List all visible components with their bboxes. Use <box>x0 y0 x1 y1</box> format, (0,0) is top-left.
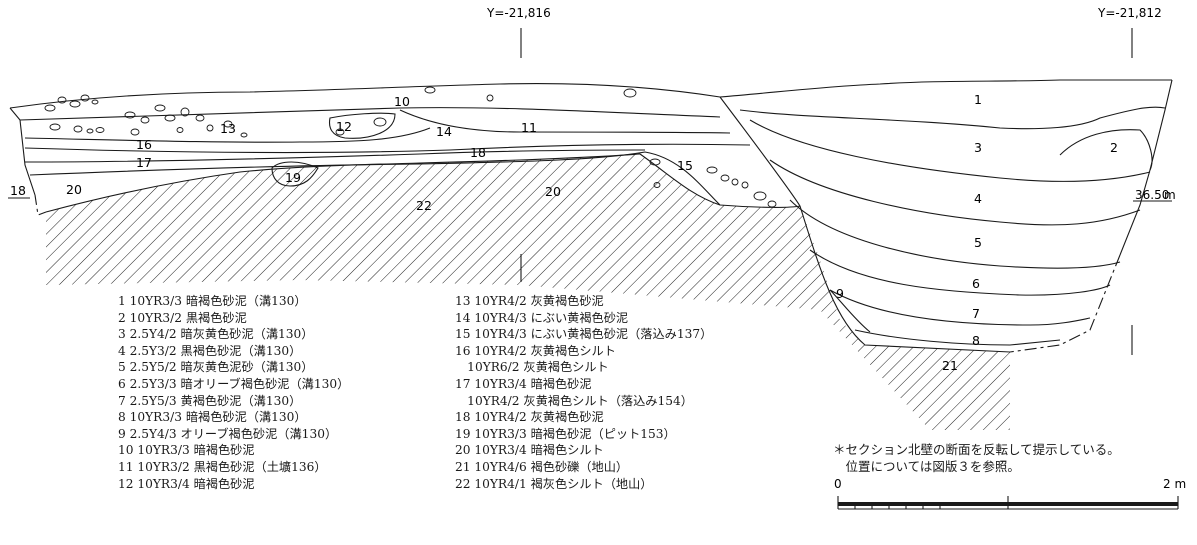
legend-item: 11 10YR3/2 黒褐色砂泥（土壙136） <box>118 459 327 474</box>
layer-label-16: 16 <box>136 137 152 152</box>
layer-boundary-13-16 <box>24 127 431 143</box>
legend-item: 5 2.5Y5/2 暗灰黄色泥砂（溝130） <box>118 360 314 375</box>
elevation-unit: m <box>1164 188 1176 202</box>
section-left-edge-dash <box>34 194 47 216</box>
legend-item: 12 10YR3/4 暗褐色砂泥 <box>118 476 255 491</box>
layer-boundary-1-3 <box>739 106 1166 130</box>
legend-item: 10YR6/2 灰黄褐色シルト <box>455 360 609 375</box>
legend-item: 1 10YR3/3 暗褐色砂泥（溝130） <box>118 294 307 308</box>
layer-label-6: 6 <box>972 276 980 291</box>
lens-12-outline <box>328 112 396 139</box>
legend-item: 4 2.5Y3/2 黒褐色砂泥（溝130） <box>118 343 302 358</box>
legend-item: 17 10YR3/4 暗褐色砂泥 <box>455 376 592 391</box>
legend-item: 10 10YR3/3 暗褐色砂泥 <box>118 443 255 458</box>
section-left-edge <box>9 107 36 196</box>
layer-boundary-7-8 <box>829 289 1091 326</box>
layer-label-14: 14 <box>436 124 452 139</box>
layer-boundary-17-18 <box>24 149 646 163</box>
layer-label-7: 7 <box>972 306 980 321</box>
legend-item: 2 10YR3/2 黒褐色砂泥 <box>118 310 247 325</box>
legend-item: 22 10YR4/1 褐灰色シルト（地山） <box>455 476 653 491</box>
layer-label-9: 9 <box>836 286 844 301</box>
scale-minor-ticks <box>854 506 941 509</box>
layer-label-21: 21 <box>942 358 958 373</box>
layer-boundary-20-22 <box>45 153 641 213</box>
gravel-pebbles <box>44 86 777 208</box>
legend-item: 14 10YR4/3 にぶい黄褐色砂泥 <box>455 310 629 325</box>
legend-item: 18 10YR4/2 灰黄褐色砂泥 <box>455 410 604 425</box>
layer-label-1: 1 <box>974 92 982 107</box>
layer-labels: 1 2 3 4 5 6 7 8 9 10 11 12 13 14 15 16 1… <box>10 92 1118 373</box>
layer-boundary-6-7 <box>809 249 1111 296</box>
layer-boundary-4-5 <box>769 159 1141 226</box>
legend-item: 13 10YR4/2 灰黄褐色砂泥 <box>455 294 604 308</box>
ground-surface <box>9 79 1172 109</box>
layer-boundary-11-14 <box>399 109 731 134</box>
layer-label-11: 11 <box>521 120 537 135</box>
layer-label-20-b: 20 <box>545 184 561 199</box>
layer-boundary-15 <box>639 153 801 208</box>
note: ＊セクション北壁の断面を反転して提示している。 位置については図版３を参照。 <box>833 441 1120 475</box>
legend-item: 7 2.5Y5/3 黄褐色砂泥（溝130） <box>118 393 302 408</box>
layer-label-15: 15 <box>677 158 693 173</box>
legend-right-column: 13 10YR4/2 灰黄褐色砂泥 14 10YR4/3 にぶい黄褐色砂泥 15… <box>455 293 712 492</box>
note-line: 位置については図版３を参照。 <box>833 459 1020 474</box>
legend-item: 10YR4/2 灰黄褐色シルト（落込み154） <box>455 393 693 408</box>
layer-label-18-left: 18 <box>10 183 26 198</box>
layer-label-4: 4 <box>974 191 982 206</box>
layer-label-10: 10 <box>394 94 410 109</box>
layer-label-3: 3 <box>974 140 982 155</box>
layer-label-22: 22 <box>416 198 432 213</box>
coord-label-1: Y=-21,816 <box>486 6 551 20</box>
layer-boundary-5-6 <box>789 199 1121 269</box>
layer-label-2: 2 <box>1110 140 1118 155</box>
layer-label-18: 18 <box>470 145 486 160</box>
legend-item: 8 10YR3/3 暗褐色砂泥（溝130） <box>118 410 307 425</box>
coord-label-2: Y=-21,812 <box>1097 6 1162 20</box>
layer-2-outline <box>1059 129 1153 171</box>
layer-label-12: 12 <box>336 119 352 134</box>
layer-label-8: 8 <box>972 333 980 348</box>
section-right-edge <box>1119 79 1173 256</box>
section-right-edge-dash <box>1009 254 1121 353</box>
layer-boundary-16-17 <box>24 143 751 154</box>
layer-9-outline <box>829 289 871 333</box>
layer-label-13: 13 <box>220 121 236 136</box>
legend-item: 21 10YR4/6 褐色砂礫（地山） <box>455 459 629 474</box>
legend-item: 9 2.5Y4/3 オリーブ褐色砂泥（溝130） <box>118 426 338 441</box>
layer-label-19: 19 <box>285 170 301 185</box>
scale-start-label: 0 <box>834 477 842 491</box>
layer-label-5: 5 <box>974 235 982 250</box>
legend-item: 15 10YR4/3 にぶい黄褐色砂泥（落込み137） <box>455 327 713 342</box>
layer-boundary-8 <box>854 329 1061 346</box>
ditch-130-boundary <box>719 96 1011 353</box>
layer-boundary-10-11 <box>19 107 721 121</box>
legend-item: 3 2.5Y4/2 暗灰黄色砂泥（溝130） <box>118 327 314 342</box>
legend-item: 20 10YR3/4 暗褐色シルト <box>455 443 604 458</box>
legend-item: 19 10YR3/3 暗褐色砂泥（ピット153） <box>455 426 676 441</box>
layer-boundary-18-20 <box>29 151 721 206</box>
legend-item: 16 10YR4/2 灰黄褐色シルト <box>455 343 616 358</box>
layer-label-20: 20 <box>66 182 82 197</box>
elevation-label: 36.50 <box>1135 188 1169 202</box>
layer-boundary-3-4 <box>749 119 1151 182</box>
note-line: ＊セクション北壁の断面を反転して提示している。 <box>833 442 1120 457</box>
layer-22-hatch <box>46 154 1010 430</box>
legend-left-column: 1 10YR3/3 暗褐色砂泥（溝130） 2 10YR3/2 黒褐色砂泥 3 … <box>118 293 349 492</box>
legend-item: 6 2.5Y3/3 暗オリーブ褐色砂泥（溝130） <box>118 376 350 391</box>
layer-label-17: 17 <box>136 155 152 170</box>
scale-end-label: 2 m <box>1163 477 1186 491</box>
pit-19-outline <box>271 161 319 187</box>
